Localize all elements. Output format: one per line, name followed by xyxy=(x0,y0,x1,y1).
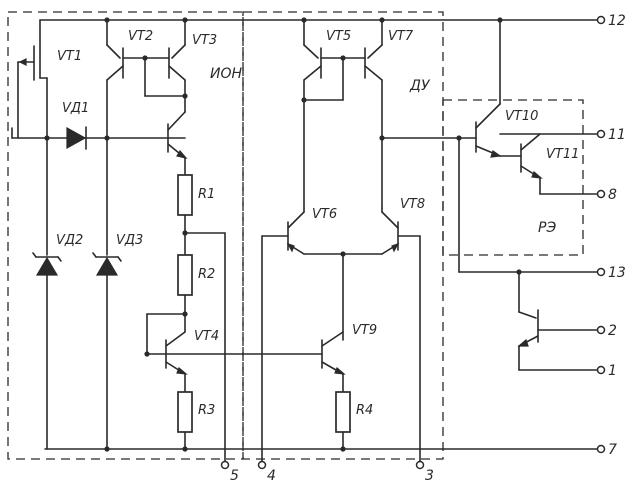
r2-label: R2 xyxy=(198,267,215,282)
pin-2-terminal[interactable] xyxy=(596,325,606,335)
du-block-label: ДУ xyxy=(409,78,431,94)
protection-transistor xyxy=(517,271,599,371)
pin-4-label: 4 xyxy=(267,468,276,484)
r1-resistor xyxy=(177,174,226,463)
vd3-zener xyxy=(92,137,122,450)
vt3-label: VT3 xyxy=(192,33,217,48)
vt7-transistor xyxy=(342,44,477,209)
vt9-transistor xyxy=(321,331,346,393)
vt4-transistor xyxy=(146,331,323,393)
r2-resistor xyxy=(144,254,193,357)
r3-label: R3 xyxy=(198,403,215,418)
pin-7-terminal[interactable] xyxy=(596,444,606,454)
vd1-diode xyxy=(66,126,110,150)
vt7-label: VT7 xyxy=(388,29,414,44)
vt11-label: VT11 xyxy=(546,147,579,162)
vt6-transistor xyxy=(261,211,305,463)
re-block-label: РЭ xyxy=(538,220,556,236)
vt1-transistor xyxy=(11,45,186,141)
vd2-label: VД2 xyxy=(56,233,83,248)
r4-resistor xyxy=(335,391,351,450)
pin-13-terminal[interactable] xyxy=(596,267,606,277)
vt10-transistor xyxy=(475,103,599,158)
pin-3-terminal[interactable] xyxy=(415,460,425,470)
vd1-label: VД1 xyxy=(62,101,89,116)
pin-2-label: 2 xyxy=(608,323,617,339)
vt2-label: VT2 xyxy=(128,29,153,44)
vd2-zener xyxy=(32,137,62,450)
pin-7-label: 7 xyxy=(608,442,617,458)
supply-rail xyxy=(39,17,599,105)
vt11-transistor xyxy=(499,133,599,195)
pin-13-label: 13 xyxy=(608,265,626,281)
r1-label: R1 xyxy=(198,187,215,202)
vt4-label: VT4 xyxy=(194,329,219,344)
pin-12-terminal[interactable] xyxy=(596,15,606,25)
pin-8-terminal[interactable] xyxy=(596,189,606,199)
vt6-label: VT6 xyxy=(312,207,337,222)
pin-1-terminal[interactable] xyxy=(596,365,606,375)
pin-11-label: 11 xyxy=(608,127,626,143)
vt5-transistor xyxy=(301,44,346,209)
vt9-label: VT9 xyxy=(352,323,377,338)
vt1-label: VT1 xyxy=(57,49,82,64)
pin-11-terminal[interactable] xyxy=(596,129,606,139)
re-block-outline xyxy=(442,99,584,256)
ground-rail xyxy=(44,446,599,452)
tail-wires xyxy=(303,251,383,341)
ion-output-transistor xyxy=(167,111,188,176)
pin-12-label: 12 xyxy=(608,13,626,29)
vt8-transistor xyxy=(381,211,421,463)
pin-4-terminal[interactable] xyxy=(257,460,267,470)
pin-8-label: 8 xyxy=(608,187,617,203)
vt3-transistor xyxy=(142,44,188,113)
vd3-label: VД3 xyxy=(116,233,143,248)
ion-block-label: ИОН xyxy=(210,66,242,82)
pin-5-terminal[interactable] xyxy=(220,460,230,470)
vt2-transistor xyxy=(106,44,146,139)
r3-resistor xyxy=(177,391,193,450)
pin-3-label: 3 xyxy=(425,468,434,484)
vt8-label: VT8 xyxy=(400,197,425,212)
vt10-label: VT10 xyxy=(505,109,538,124)
pin-5-label: 5 xyxy=(230,468,239,484)
vt5-label: VT5 xyxy=(326,29,351,44)
pin-1-label: 1 xyxy=(608,363,617,379)
r4-label: R4 xyxy=(356,403,373,418)
